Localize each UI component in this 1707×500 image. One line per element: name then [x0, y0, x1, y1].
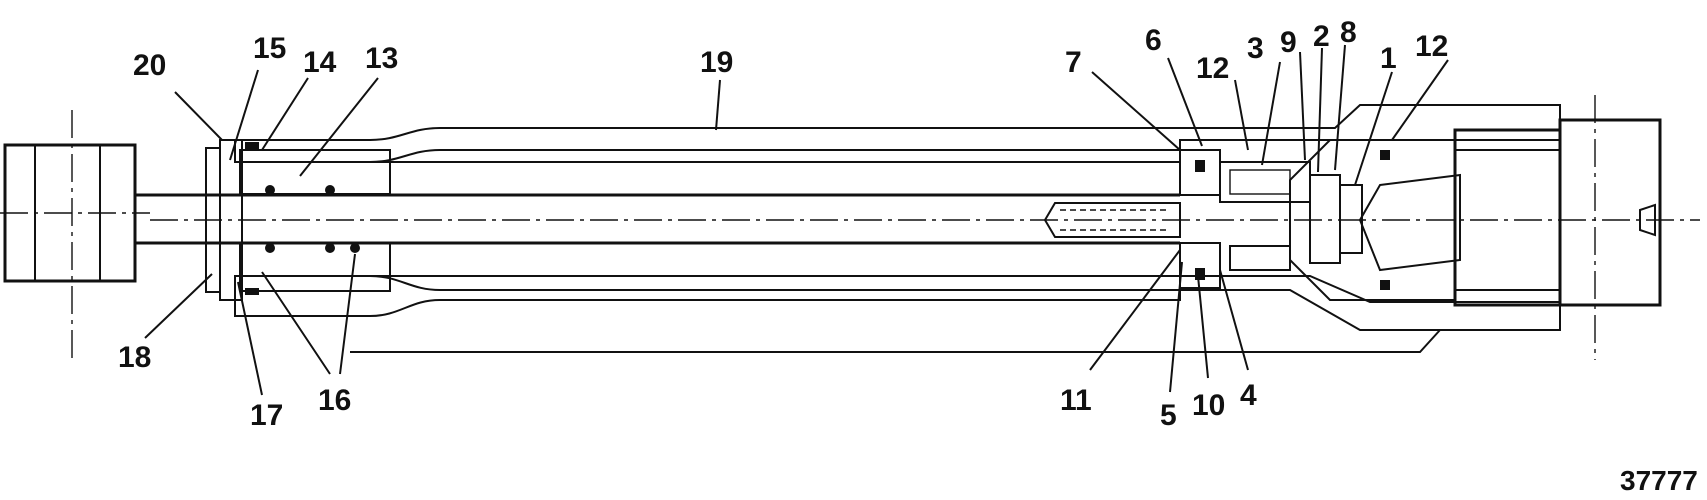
- callout-20: 20: [133, 49, 166, 82]
- callout-16: 16: [318, 384, 351, 417]
- callout-17: 17: [250, 399, 283, 432]
- callout-14: 14: [303, 46, 337, 79]
- callout-5: 5: [1160, 399, 1177, 432]
- callout-7: 7: [1065, 46, 1082, 79]
- figure-number: 37777: [1620, 465, 1698, 496]
- callout-18: 18: [118, 341, 151, 374]
- callout-12: 12: [1196, 52, 1229, 85]
- callout-6: 6: [1145, 24, 1162, 57]
- callout-1: 1: [1380, 42, 1397, 75]
- leader-lines: [144, 44, 1449, 396]
- callout-8: 8: [1340, 16, 1357, 49]
- callout-19: 19: [700, 46, 733, 79]
- callout-labels: 20 15 14 13 19 7 6 12 3 9 2 8 1 12 18 17…: [118, 16, 1448, 432]
- callout-15: 15: [253, 32, 286, 65]
- callout-12b: 12: [1415, 30, 1448, 63]
- callout-10: 10: [1192, 389, 1225, 422]
- piston-assembly: [1043, 149, 1461, 290]
- callout-3: 3: [1247, 32, 1264, 65]
- piston-rod: [135, 193, 1700, 245]
- rear-eye-fitting: [1453, 95, 1662, 360]
- callout-2: 2: [1313, 20, 1330, 53]
- rod-guide-gland: [205, 139, 391, 301]
- callout-4: 4: [1240, 379, 1257, 412]
- callout-9: 9: [1280, 26, 1297, 59]
- cylinder-body: [234, 104, 1561, 353]
- rod-end-fitting: [0, 110, 150, 360]
- callout-11: 11: [1060, 384, 1092, 417]
- callout-13: 13: [365, 42, 398, 75]
